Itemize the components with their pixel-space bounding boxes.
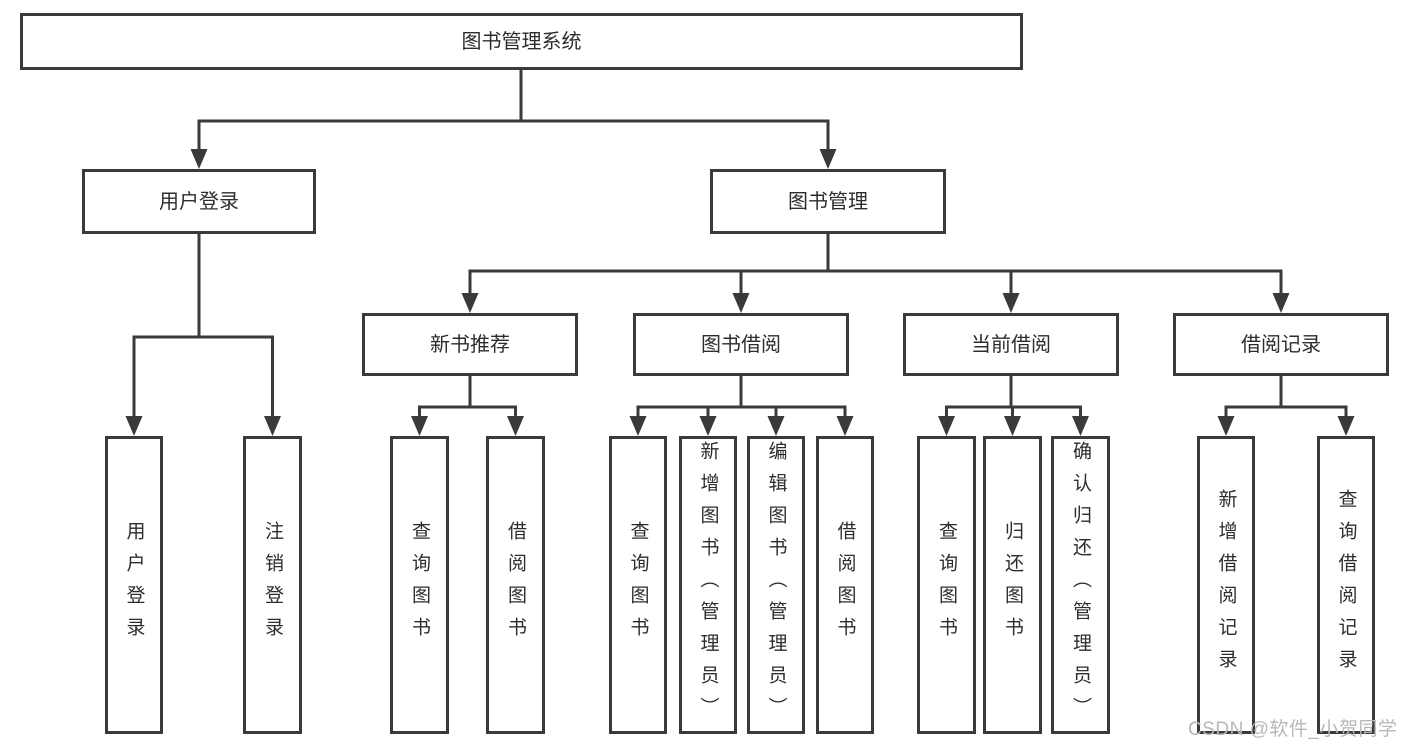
leaf-recommend-query-books-label: 查询图书 [409, 521, 430, 649]
leaf-current-return-books: 归还图书 [983, 436, 1042, 734]
node-user-login: 用户登录 [82, 169, 316, 234]
leaf-records-add-borrow-record-label: 新增借阅记录 [1215, 489, 1237, 681]
leaf-current-query-books-label: 查询图书 [936, 521, 957, 649]
leaf-borrow-add-books-admin: 新增图书（管理员） [679, 436, 737, 734]
node-book-borrow: 图书借阅 [633, 313, 849, 376]
leaf-logout-login-label: 注销登录 [262, 521, 283, 649]
node-book-management-system: 图书管理系统 [20, 13, 1023, 70]
leaf-user-login-label: 用户登录 [123, 521, 145, 649]
leaf-borrow-edit-books-admin-label: 编辑图书（管理员） [765, 441, 787, 729]
leaf-logout-login: 注销登录 [243, 436, 302, 734]
leaf-borrow-borrow-books: 借阅图书 [816, 436, 874, 734]
node-book-management: 图书管理 [710, 169, 946, 234]
node-borrow-records: 借阅记录 [1173, 313, 1389, 376]
leaf-borrow-edit-books-admin: 编辑图书（管理员） [747, 436, 805, 734]
node-new-book-recommend: 新书推荐 [362, 313, 578, 376]
leaf-current-confirm-return-admin: 确认归还（管理员） [1051, 436, 1110, 734]
node-current-borrow: 当前借阅 [903, 313, 1119, 376]
leaf-current-return-books-label: 归还图书 [1002, 521, 1023, 649]
leaf-records-query-borrow-record-label: 查询借阅记录 [1335, 489, 1357, 681]
leaf-borrow-borrow-books-label: 借阅图书 [834, 521, 856, 649]
leaf-recommend-borrow-books-label: 借阅图书 [505, 521, 526, 649]
leaf-records-query-borrow-record: 查询借阅记录 [1317, 436, 1375, 734]
watermark: CSDN @软件_小贺同学 [1188, 719, 1398, 740]
leaf-recommend-borrow-books: 借阅图书 [486, 436, 545, 734]
leaf-recommend-query-books: 查询图书 [390, 436, 449, 734]
leaf-borrow-add-books-admin-label: 新增图书（管理员） [697, 441, 719, 729]
leaf-current-query-books: 查询图书 [917, 436, 976, 734]
leaf-borrow-query-books: 查询图书 [609, 436, 667, 734]
leaf-borrow-query-books-label: 查询图书 [627, 521, 649, 649]
leaf-current-confirm-return-admin-label: 确认归还（管理员） [1070, 441, 1091, 729]
leaf-user-login: 用户登录 [105, 436, 163, 734]
leaf-records-add-borrow-record: 新增借阅记录 [1197, 436, 1255, 734]
